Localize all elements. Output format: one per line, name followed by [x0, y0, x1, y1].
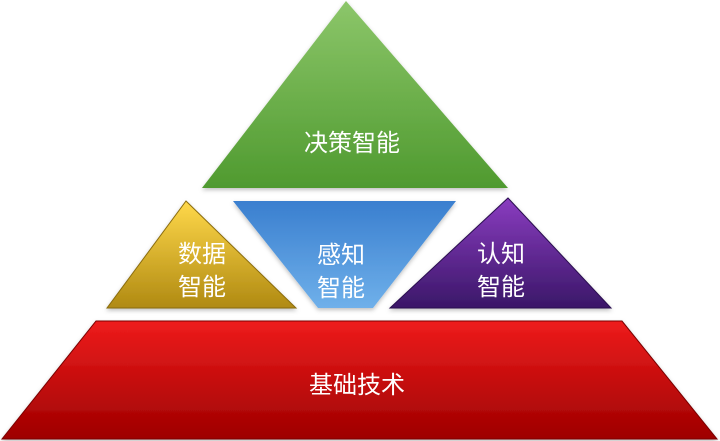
- segment-center-label-line1: 感知: [317, 241, 365, 269]
- segment-bottom-shape: [0, 320, 719, 440]
- segment-left-shape: [106, 200, 298, 309]
- segment-foundation-technology: 基础技术: [0, 320, 719, 440]
- segment-bottom-label: 基础技术: [309, 371, 405, 399]
- segment-top-shape: [202, 1, 508, 188]
- segment-top-label: 决策智能: [304, 129, 400, 157]
- segment-right-label-line1: 认知: [477, 240, 525, 268]
- segment-center-shape: [233, 201, 456, 308]
- segment-left-label-line2: 智能: [178, 273, 226, 301]
- segment-cognitive-intelligence: 认知 智能: [388, 197, 613, 309]
- segment-center-label-line2: 智能: [317, 274, 365, 302]
- segment-data-intelligence: 数据 智能: [106, 200, 298, 309]
- segment-perception-intelligence: 感知 智能: [233, 201, 456, 308]
- segment-decision-intelligence: 决策智能: [202, 1, 508, 188]
- segment-right-label-line2: 智能: [477, 273, 525, 301]
- segment-right-shape: [388, 197, 613, 309]
- segment-left-label-line1: 数据: [178, 240, 226, 268]
